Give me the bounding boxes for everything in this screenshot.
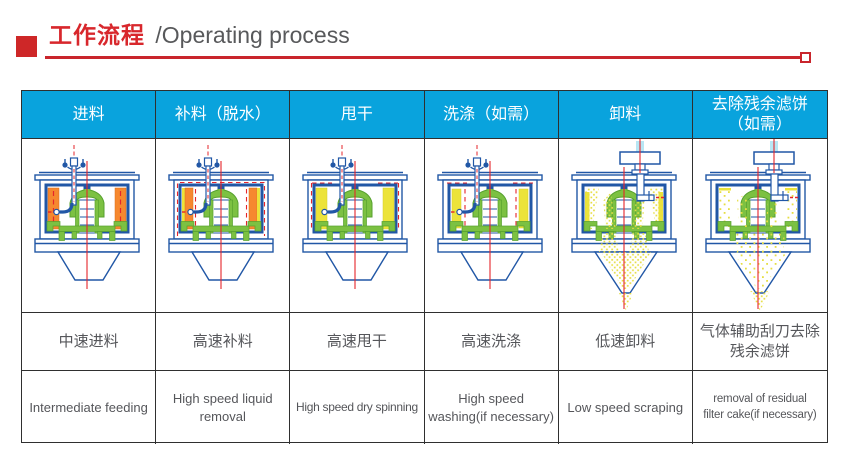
centrifuge-residual-cake-removal-diagram: [704, 139, 812, 311]
step-header-dry-spinning: 甩干: [290, 91, 425, 139]
diagram-cell-feeding: [22, 139, 157, 313]
centrifuge-dry-spinning-diagram: [301, 142, 409, 289]
step-header-residual-cake: 去除残余滤饼 （如需）: [692, 91, 827, 139]
diagram-cell-scraping: [558, 139, 693, 313]
desc-en-liquid-removal: High speed liquid removal: [156, 371, 291, 444]
desc-zh-liquid-removal: 高速补料: [156, 313, 291, 371]
section-title: 工作流程 /Operating process: [49, 20, 350, 50]
desc-en-residual-cake: removal of residual filter cake(if neces…: [703, 392, 817, 421]
operating-process-table: 进料 补料（脱水） 甩干 洗涤（如需） 卸料 去除残余滤饼 （如需）: [21, 90, 828, 444]
section-title-en: /Operating process: [155, 22, 350, 48]
desc-en-feeding: Intermediate feeding: [22, 371, 157, 444]
diagram-cell-dry-spinning: [290, 139, 425, 313]
underline-end-square: [800, 52, 811, 63]
section-header: 工作流程 /Operating process: [0, 0, 850, 88]
desc-en-washing: High speed washing(if necessary): [425, 371, 559, 444]
diagram-cell-residual-cake-removal: [692, 139, 827, 313]
step-header-liquid-removal: 补料（脱水）: [156, 91, 291, 139]
section-title-zh: 工作流程: [49, 22, 145, 48]
desc-en-scraping: Low speed scraping: [559, 371, 693, 444]
step-header-scraping: 卸料: [558, 91, 693, 139]
centrifuge-liquid-removal-diagram: [167, 142, 275, 289]
centrifuge-scraping-diagram: [570, 139, 678, 311]
desc-zh-scraping: 低速卸料: [558, 313, 693, 371]
desc-en-dry-spinning: High speed dry spinning: [290, 371, 425, 444]
desc-zh-washing: 高速洗涤: [424, 313, 559, 371]
centrifuge-washing-diagram: [436, 142, 544, 289]
diagram-cell-liquid-removal: [156, 139, 291, 313]
title-accent-square: [16, 36, 37, 57]
step-header-feeding: 进料: [22, 91, 157, 139]
desc-zh-dry-spinning: 高速甩干: [290, 313, 425, 371]
step-header-washing: 洗涤（如需）: [424, 91, 559, 139]
diagram-cell-washing: [424, 139, 559, 313]
desc-zh-residual-cake: 气体辅助刮刀去除 残余滤饼: [692, 313, 827, 371]
title-underline: [45, 56, 802, 59]
desc-zh-feeding: 中速进料: [22, 313, 157, 371]
centrifuge-feeding-diagram: [33, 142, 141, 289]
